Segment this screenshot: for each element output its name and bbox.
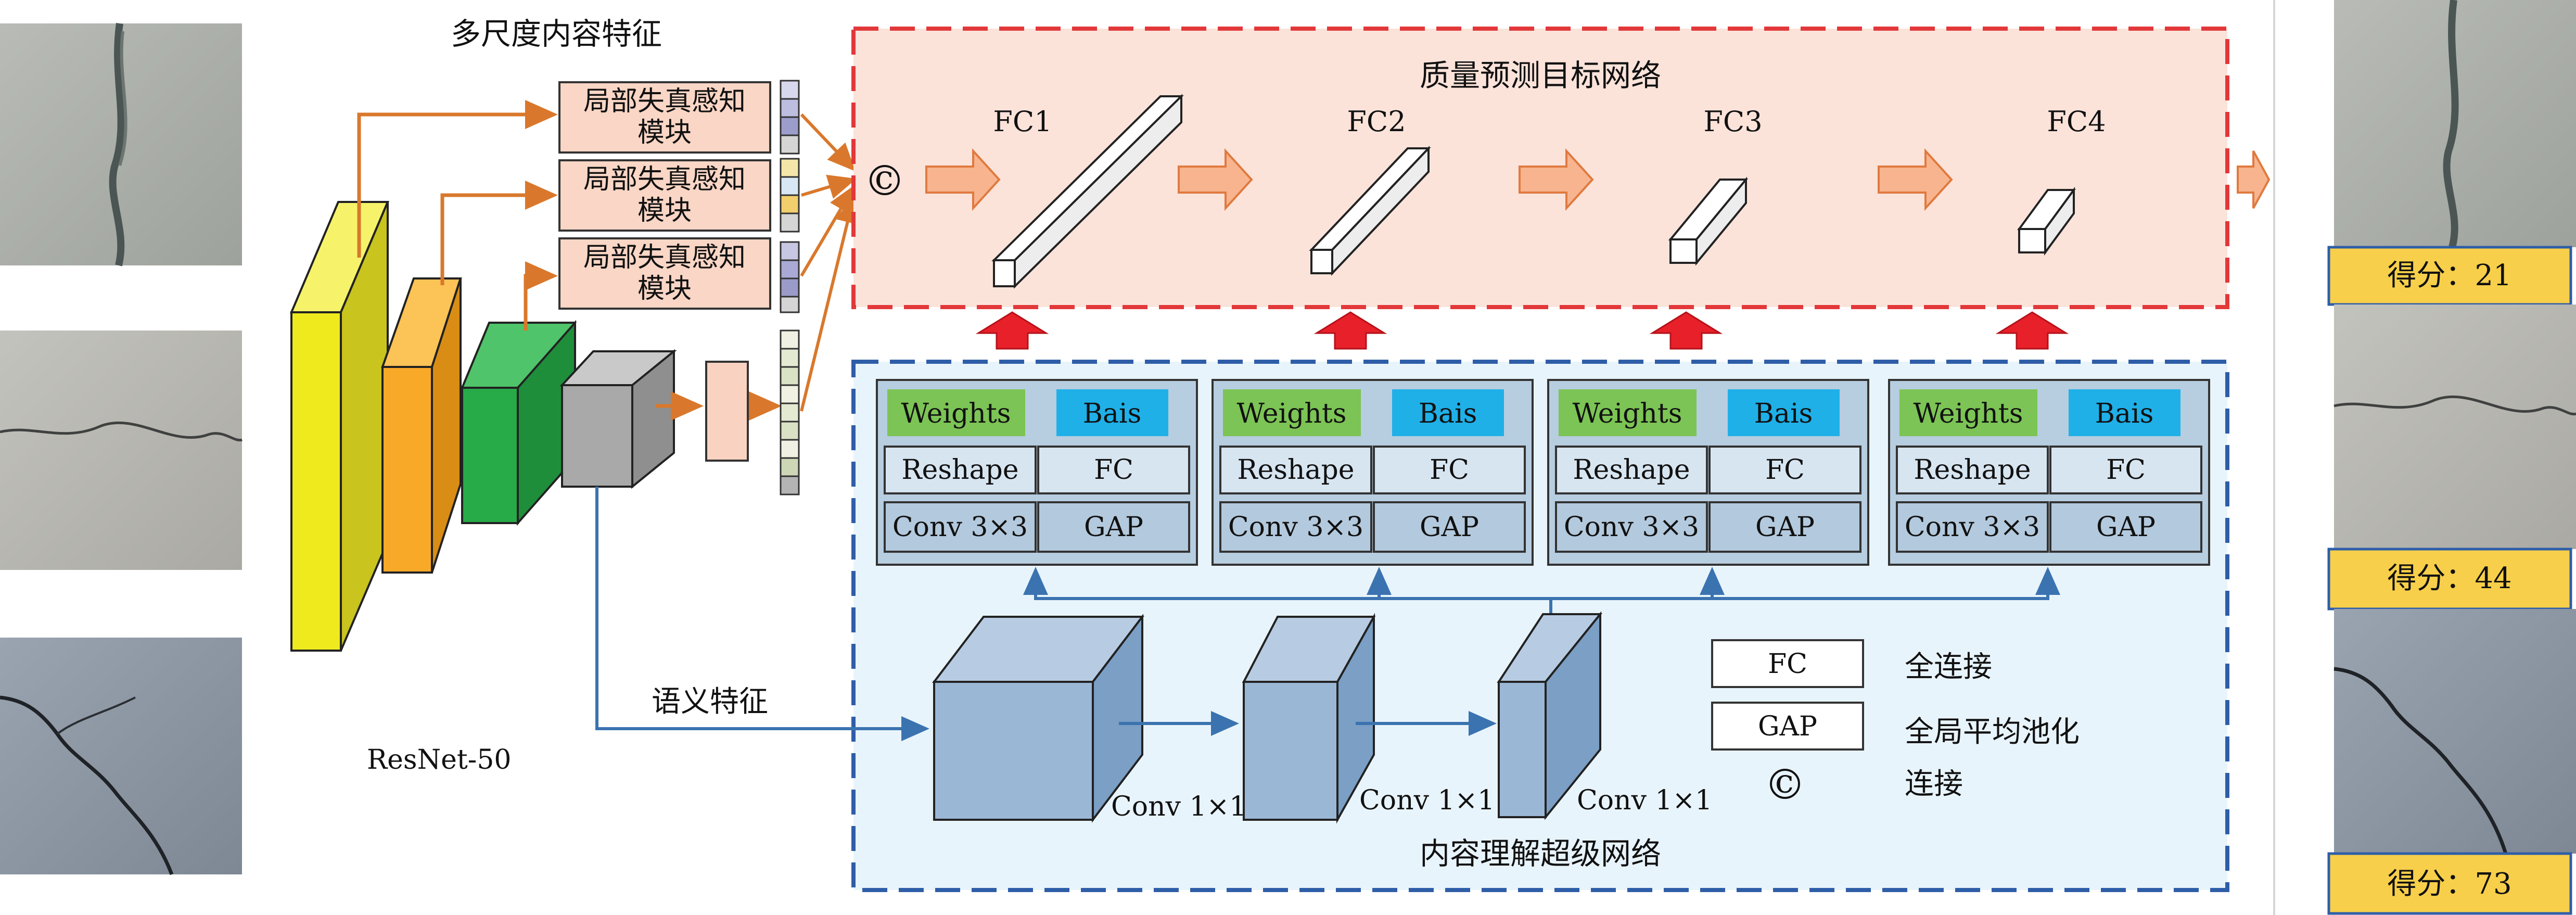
svg-text:Bais: Bais: [1754, 398, 1813, 429]
conv-cube-1: [932, 614, 1145, 823]
legend-gap-desc: 全局平均池化: [1905, 715, 2080, 749]
red-up-arrows: [975, 311, 2069, 350]
svg-text:Weights: Weights: [1573, 398, 1682, 429]
backbone-label: ResNet-50: [367, 744, 512, 776]
svg-text:GAP: GAP: [1084, 512, 1143, 543]
svg-text:Conv 3×3: Conv 3×3: [1905, 512, 2040, 543]
svg-text:模块: 模块: [637, 273, 692, 304]
hyper-network-title: 内容理解超级网络: [1420, 836, 1661, 871]
multiscale-arrows: [357, 100, 782, 421]
legend-gap-box: GAP: [1758, 711, 1817, 742]
target-network-title: 质量预测目标网络: [1420, 58, 1661, 93]
fc4-bar: [2017, 186, 2076, 256]
conv1x1-label-3: Conv 1×1: [1577, 785, 1712, 816]
multiscale-title: 多尺度内容特征: [451, 16, 662, 52]
conv1x1-label-1: Conv 1×1: [1111, 791, 1246, 822]
score-text-2: 得分：44: [2387, 562, 2511, 595]
semantic-vector: [780, 329, 800, 495]
svg-text:Conv 3×3: Conv 3×3: [1564, 512, 1699, 543]
resnet-block-green: [461, 320, 577, 526]
distortion-module-3: 局部失真感知 模块: [558, 237, 771, 310]
resnet-block-gray: [559, 349, 677, 489]
resnet-block-orange: [381, 277, 462, 574]
legend-fc-box: FC: [1768, 649, 1807, 680]
svg-text:模块: 模块: [637, 195, 692, 226]
svg-text:Reshape: Reshape: [901, 454, 1018, 486]
conv-cube-3: [1497, 611, 1603, 820]
svg-text:FC: FC: [1765, 454, 1805, 486]
svg-text:Reshape: Reshape: [1237, 454, 1354, 486]
hyper-block-4: Weights Bais Reshape FC Conv 3×3 GAP: [1888, 379, 2210, 566]
svg-text:Reshape: Reshape: [1914, 454, 2031, 486]
svg-text:局部失真感知: 局部失真感知: [583, 164, 746, 195]
legend-fc-desc: 全连接: [1905, 650, 1992, 684]
fc2-bar: [1309, 145, 1431, 276]
svg-text:Weights: Weights: [901, 398, 1011, 429]
conv1x1-label-2: Conv 1×1: [1359, 785, 1495, 816]
svg-text:局部失真感知: 局部失真感知: [583, 242, 746, 273]
distortion-module-2: 局部失真感知 模块: [558, 159, 771, 232]
score-badge-2: 得分：44: [2327, 548, 2572, 611]
hyper-block-2: Weights Bais Reshape FC Conv 3×3 GAP: [1212, 379, 1534, 566]
svg-text:Weights: Weights: [1914, 398, 2023, 429]
concat-symbol: ©: [864, 157, 906, 205]
legend-concat-symbol: ©: [1764, 760, 1806, 809]
svg-text:模块: 模块: [637, 117, 692, 148]
conv-cube-2: [1242, 613, 1376, 824]
hyper-block-1: Weights Bais Reshape FC Conv 3×3 GAP: [876, 379, 1198, 566]
input-image-2: [0, 331, 243, 570]
svg-text:Conv 3×3: Conv 3×3: [892, 512, 1028, 543]
fc1-bar: [991, 94, 1184, 289]
svg-text:FC: FC: [1430, 454, 1469, 486]
fc-label-2: FC2: [1347, 105, 1406, 138]
output-image-3: [2333, 609, 2576, 855]
svg-text:Conv 3×3: Conv 3×3: [1228, 512, 1363, 543]
hyper-block-3: Weights Bais Reshape FC Conv 3×3 GAP: [1547, 379, 1869, 566]
svg-text:GAP: GAP: [1420, 512, 1479, 543]
score-text-1: 得分：21: [2387, 259, 2511, 293]
svg-text:Bais: Bais: [1083, 398, 1142, 429]
svg-text:FC: FC: [2106, 454, 2146, 486]
legend-concat-desc: 连接: [1905, 767, 1963, 801]
semantic-label: 语义特征: [652, 685, 768, 719]
resnet-block-yellow: [289, 201, 390, 652]
score-badge-3: 得分：73: [2327, 852, 2572, 915]
input-image-3: [0, 638, 242, 875]
semantic-fc-box: [705, 361, 749, 462]
svg-text:Bais: Bais: [2095, 398, 2154, 429]
legend: FC 全连接 GAP 全局平均池化 © 连接: [1711, 639, 2080, 809]
svg-text:Weights: Weights: [1237, 398, 1347, 429]
svg-text:Bais: Bais: [1419, 398, 1477, 429]
output-image-1: [2334, 0, 2576, 248]
svg-text:Reshape: Reshape: [1573, 454, 1690, 486]
output-image-2: [2333, 304, 2576, 549]
score-text-3: 得分：73: [2387, 867, 2511, 901]
target-network-panel: 质量预测目标网络: [851, 27, 2229, 309]
flow-block-arrows: [925, 148, 2271, 211]
distortion-module-1: 局部失真感知 模块: [558, 81, 771, 154]
feature-vectors: [780, 80, 800, 313]
concat-arrows: [800, 113, 860, 412]
input-image-1: [0, 23, 242, 266]
fc-label-3: FC3: [1703, 105, 1762, 138]
fc-label-4: FC4: [2047, 105, 2106, 138]
svg-text:GAP: GAP: [2096, 512, 2156, 543]
semantic-arrow: [595, 487, 929, 741]
svg-text:GAP: GAP: [1755, 512, 1815, 543]
svg-text:局部失真感知: 局部失真感知: [583, 86, 746, 117]
fc3-bar: [1668, 176, 1749, 266]
svg-text:FC: FC: [1094, 454, 1133, 486]
fc-label-1: FC1: [993, 105, 1052, 138]
score-badge-1: 得分：21: [2327, 246, 2572, 306]
